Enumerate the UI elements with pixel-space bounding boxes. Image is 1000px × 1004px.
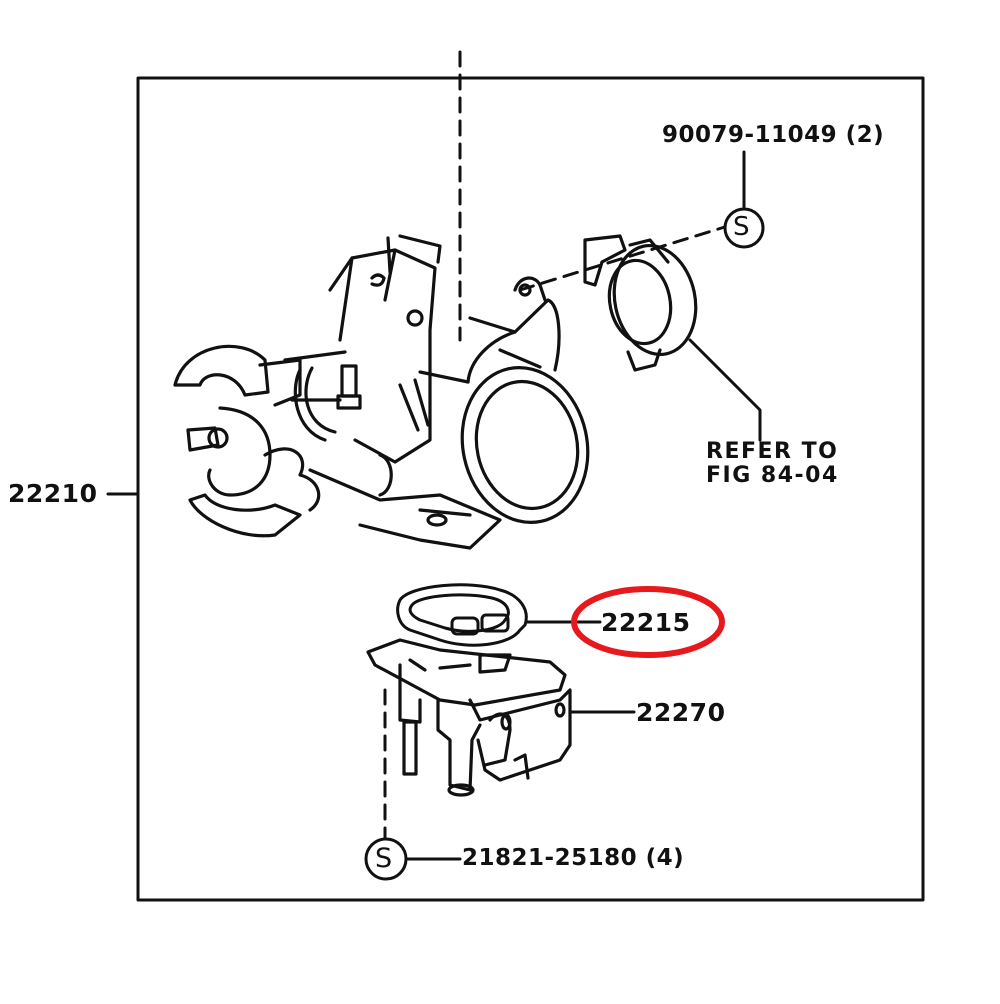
highlight-ring (571, 586, 725, 658)
idle-air-control-valve-drawing (366, 638, 572, 797)
part-label-22215[interactable]: 22215 (601, 608, 691, 637)
assembly-frame (136, 76, 925, 902)
part-label-22210[interactable]: 22210 (8, 479, 98, 508)
gasket-drawing (396, 583, 528, 647)
part-label-21821-25180[interactable]: 21821-25180 (4) (462, 845, 685, 871)
screw-symbol-top (723, 207, 765, 249)
screw-symbol-top-letter: S (733, 212, 751, 242)
part-label-90079-11049[interactable]: 90079-11049 (2) (662, 122, 885, 148)
screw-symbol-bottom-letter: S (375, 843, 393, 874)
part-label-22270[interactable]: 22270 (636, 698, 726, 727)
screw-symbol-bottom (364, 837, 408, 881)
throttle-position-sensor-drawing (583, 234, 698, 372)
throttle-body-drawing (173, 234, 590, 550)
refer-to-figure-note: REFER TO FIG 84-04 (706, 439, 839, 488)
